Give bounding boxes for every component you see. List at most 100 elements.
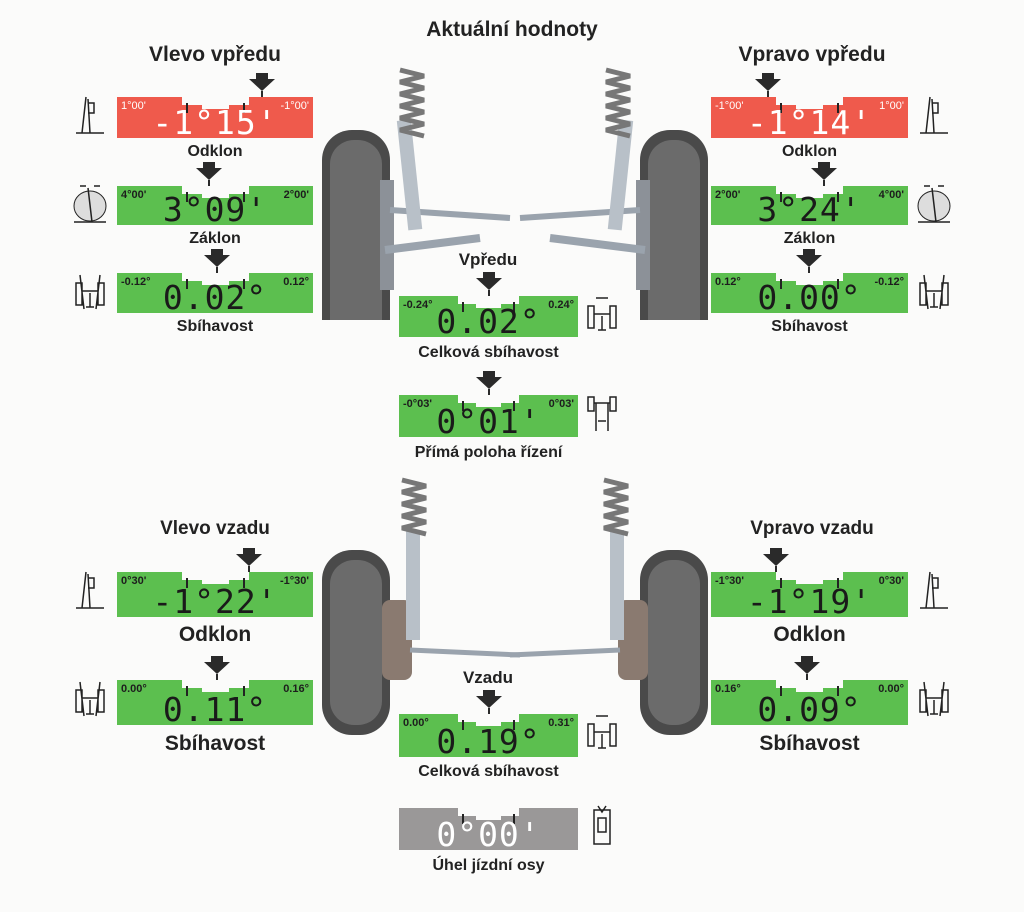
rr-toe-gauge: 0.16° 0.00° 0.09°: [711, 680, 908, 725]
tolerance-tick: [186, 686, 188, 696]
measured-value: -1°19': [746, 582, 873, 617]
gauge-caption: Sbíhavost: [771, 318, 848, 335]
range-max-label: 0.12°: [283, 276, 309, 288]
measured-value: 0.02°: [436, 302, 541, 337]
gauge-caption: Záklon: [189, 230, 241, 247]
front-left-wheel: [322, 67, 511, 320]
gauge-caption: Celková sbíhavost: [418, 344, 559, 361]
measured-value: 0°01': [436, 402, 541, 437]
range-min-label: 0.00°: [121, 683, 147, 695]
gauge-center-notch: [796, 680, 823, 692]
range-max-label: 2°00': [283, 189, 309, 201]
tolerance-tick: [243, 686, 245, 696]
gauge-caption: Odklon: [781, 143, 838, 160]
range-min-label: -0.24°: [403, 299, 433, 311]
gauge-caption: Celková sbíhavost: [418, 763, 559, 780]
fr-caster-gauge: 2°00' 4°00' 3°24': [711, 186, 908, 225]
tolerance-tick: [780, 279, 782, 289]
gauge-caption: Záklon: [783, 230, 836, 247]
caster-icon: [917, 185, 951, 223]
range-min-label: 4°00': [121, 189, 147, 201]
gauge-center-notch: [796, 97, 823, 109]
range-min-label: 0.00°: [403, 717, 429, 729]
gauge-caption: Sbíhavost: [176, 318, 254, 335]
gauge-center-notch: [202, 186, 229, 198]
section-rear-left: Vlevo vzadu: [160, 518, 270, 539]
toe-icon: [919, 681, 949, 717]
range-min-label: 0.12°: [715, 276, 741, 288]
gauge-center-notch: [476, 395, 501, 407]
steering-icon: [587, 396, 617, 431]
fr-camber-gauge: -1°00' 1°00' -1°14': [711, 97, 908, 138]
gauge-center-notch: [476, 714, 501, 726]
range-min-label: 1°00': [121, 100, 146, 112]
front-total-toe-gauge: -0.24° 0.24° 0.02°: [399, 296, 578, 337]
rr-camber-gauge: -1°30' 0°30' -1°19': [711, 572, 908, 617]
tolerance-tick: [513, 720, 515, 730]
range-min-label: 0.16°: [715, 683, 741, 695]
tolerance-tick: [243, 578, 245, 588]
range-max-label: 1°00': [879, 100, 904, 112]
front-right-wheel: [519, 67, 708, 320]
measured-value: 0.00°: [757, 278, 862, 313]
tolerance-tick: [780, 578, 782, 588]
gauge-center-notch: [796, 273, 823, 285]
rear-total-toe-gauge: 0.00° 0.31° 0.19°: [399, 714, 578, 757]
range-max-label: 0.00°: [878, 683, 904, 695]
range-min-label: -1°00': [715, 100, 744, 112]
fl-caster-gauge: 4°00' 2°00' 3°09': [117, 186, 313, 225]
gauge-center-notch: [202, 273, 229, 285]
tolerance-tick: [513, 401, 515, 411]
tolerance-tick: [462, 302, 464, 312]
front-suspension-illustration: [322, 67, 708, 320]
tolerance-tick: [462, 814, 464, 824]
tolerance-tick: [462, 720, 464, 730]
gauge-caption: Přímá poloha řízení: [414, 444, 563, 461]
tolerance-tick: [243, 279, 245, 289]
tolerance-tick: [186, 192, 188, 202]
range-max-label: -1°30': [279, 575, 309, 587]
rl-camber-gauge: 0°30' -1°30' -1°22': [117, 572, 313, 617]
total-toe-icon: [587, 715, 617, 749]
range-max-label: 4°00': [878, 189, 904, 201]
range-max-label: 0°03': [548, 398, 574, 410]
range-max-label: 0°30': [878, 575, 904, 587]
range-min-label: -0.12°: [121, 276, 151, 288]
camber-icon: [920, 96, 948, 134]
measured-value: 3°24': [757, 190, 862, 225]
thrust-icon: [593, 805, 611, 845]
caster-icon: [73, 185, 107, 223]
tolerance-tick: [780, 686, 782, 696]
measured-value: 0.19°: [436, 722, 541, 757]
gauge-center-notch: [202, 680, 229, 692]
toe-icon: [75, 274, 105, 310]
camber-icon: [920, 571, 948, 609]
range-max-label: 0.16°: [283, 683, 309, 695]
tolerance-tick: [513, 814, 515, 824]
steering-gauge: -0°03' 0°03' 0°01': [399, 395, 578, 437]
tolerance-tick: [780, 192, 782, 202]
range-min-label: 0°30': [121, 575, 147, 587]
gauge-caption: Odklon: [187, 143, 243, 160]
tolerance-tick: [186, 279, 188, 289]
gauge-caption: Úhel jízdní osy: [432, 857, 545, 874]
tolerance-tick: [462, 401, 464, 411]
gauge-center-notch: [476, 296, 501, 308]
gauge-center-notch: [476, 808, 501, 820]
rl-toe-gauge: 0.00° 0.16° 0.11°: [117, 680, 313, 725]
gauge-center-notch: [796, 572, 823, 584]
tolerance-tick: [780, 103, 782, 113]
section-front-right: Vpravo vpředu: [738, 43, 886, 66]
section-rear: Vzadu: [462, 668, 514, 687]
gauge-caption: Odklon: [178, 623, 252, 646]
measured-value: -1°15': [152, 103, 278, 138]
toe-icon: [919, 274, 949, 310]
tolerance-tick: [837, 103, 839, 113]
tolerance-tick: [837, 578, 839, 588]
gauge-caption: Sbíhavost: [164, 732, 266, 755]
gauge-caption: Odklon: [773, 623, 846, 646]
range-max-label: -0.12°: [874, 276, 904, 288]
gauge-caption: Sbíhavost: [759, 732, 860, 755]
fr-toe-gauge: 0.12° -0.12° 0.00°: [711, 273, 908, 313]
page-title: Aktuální hodnoty: [426, 18, 598, 41]
